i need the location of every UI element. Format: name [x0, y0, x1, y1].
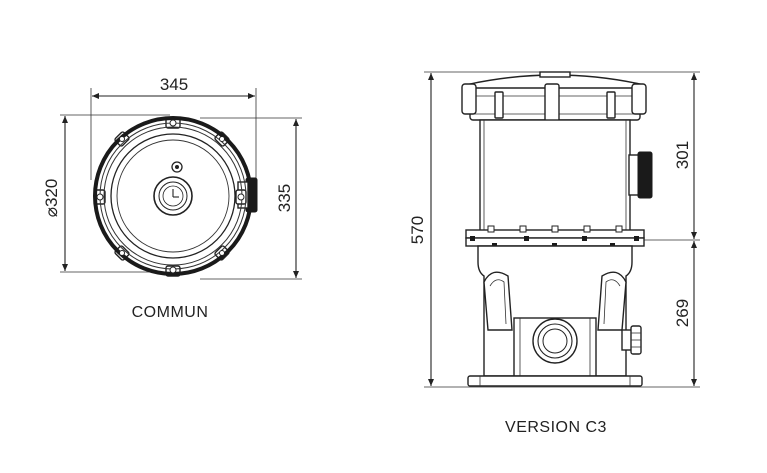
commun-caption: COMMUN — [132, 304, 209, 321]
upper-height-dimension-label: 301 — [673, 141, 692, 169]
filter-lid — [461, 71, 647, 125]
upper-side-outlet — [628, 151, 653, 199]
width-dimension-label: 345 — [160, 75, 188, 94]
outer-flange-ring — [93, 116, 253, 276]
total-height-dimension-label: 570 — [408, 216, 427, 244]
version-c3-caption: VERSION C3 — [505, 419, 607, 436]
diameter-dimension-label: ⌀320 — [42, 179, 61, 218]
side-view: 570 301 269 — [408, 71, 700, 388]
lower-height-dimension-label: 269 — [673, 299, 692, 327]
top-view: 345 ⌀320 335 — [42, 75, 302, 280]
middle-flange — [465, 225, 645, 248]
filter-body-lower — [477, 245, 633, 377]
depth-dimension-label: 335 — [275, 184, 294, 212]
filter-body-upper — [479, 119, 631, 233]
inlet-port — [532, 318, 578, 364]
drain-plug — [621, 325, 642, 355]
filter-base — [467, 375, 643, 387]
